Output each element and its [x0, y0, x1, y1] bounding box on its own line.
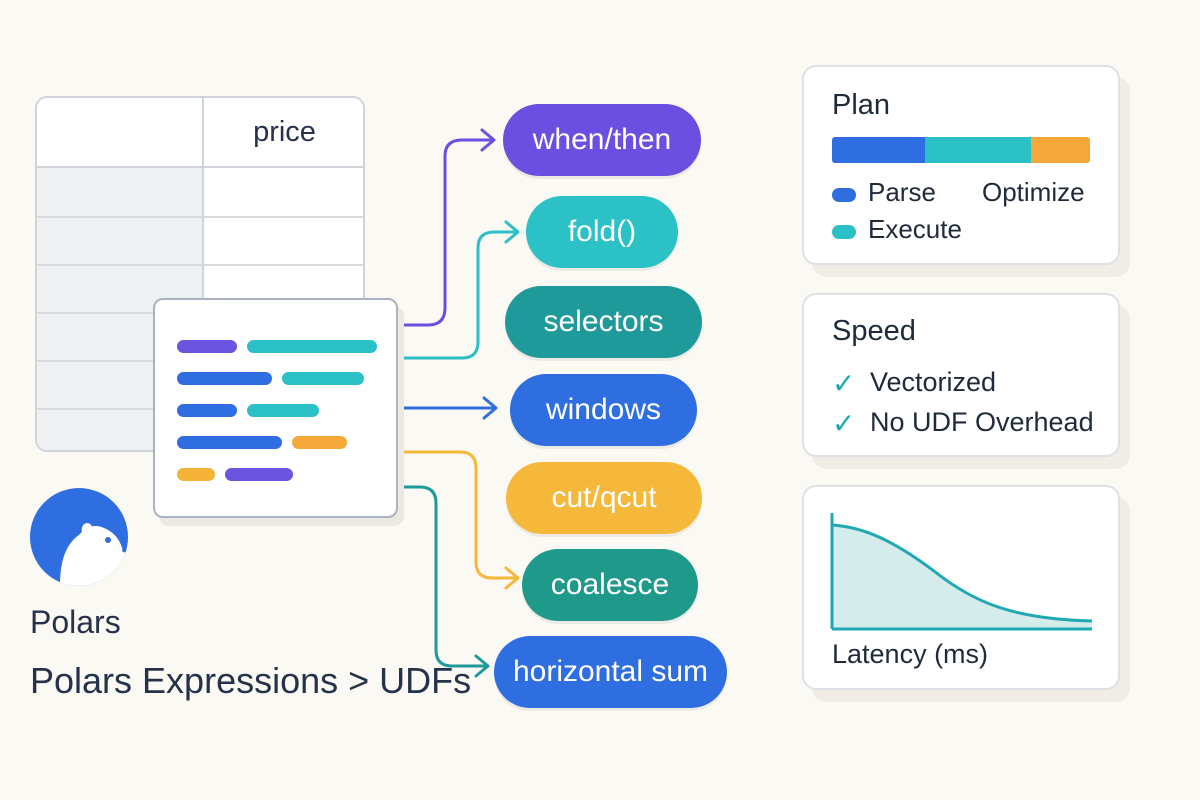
- pill-fold: fold(): [526, 196, 678, 268]
- speed-panel: Speed ✓ Vectorized ✓ No UDF Overhead: [802, 293, 1120, 457]
- pill-coalesce: coalesce: [522, 549, 698, 621]
- speed-item-no-udf-overhead: No UDF Overhead: [870, 407, 1094, 437]
- arrow-cut: [398, 450, 518, 580]
- arrow-fold-head: [504, 220, 520, 244]
- latency-panel: Latency (ms): [802, 485, 1120, 690]
- speed-item-vectorized: Vectorized: [870, 367, 997, 397]
- speed-title: Speed: [832, 315, 916, 347]
- code-token-bar: [225, 468, 293, 481]
- pill-selectors: selectors: [505, 286, 702, 358]
- code-token-bar: [247, 404, 319, 417]
- arrow-cut-head: [504, 566, 520, 590]
- latency-area: [832, 525, 1092, 629]
- code-token-bar: [247, 340, 377, 353]
- check-icon: ✓: [832, 368, 856, 399]
- table-row: [37, 264, 363, 266]
- arrow-fold: [398, 230, 518, 360]
- legend-dot-parse: [832, 188, 856, 202]
- table-column-divider: [202, 98, 204, 450]
- pill-windows: windows: [510, 374, 697, 446]
- pill-when-then: when/then: [503, 104, 701, 176]
- arrow-when-then: [398, 138, 494, 327]
- brand-name: Polars: [30, 604, 121, 640]
- code-token-bar: [177, 468, 215, 481]
- plan-stage-bar: [832, 137, 1090, 163]
- tagline: Polars Expressions > UDFs: [30, 660, 472, 701]
- arrow-when-then-head: [480, 128, 496, 152]
- plan-segment-parse: [832, 137, 925, 163]
- expression-code-card: [153, 298, 398, 518]
- legend-label-execute: Execute: [868, 214, 962, 244]
- legend-dot-execute: [832, 225, 856, 239]
- legend-label-parse: Parse: [868, 177, 936, 207]
- code-token-bar: [177, 372, 272, 385]
- table-row: [37, 216, 363, 218]
- pill-horizontal-sum: horizontal sum: [494, 636, 727, 708]
- code-token-bar: [292, 436, 347, 449]
- arrow-windows-head: [482, 396, 498, 420]
- plan-panel: Plan Parse Optimize Execute: [802, 65, 1120, 265]
- latency-line: [831, 523, 1093, 623]
- arrow-horizontal-head: [474, 654, 490, 678]
- code-token-bar: [177, 340, 237, 353]
- plan-title: Plan: [832, 89, 891, 121]
- column-header-price: price: [253, 115, 316, 148]
- arrow-horizontal: [398, 485, 488, 668]
- legend-label-optimize: Optimize: [982, 177, 1085, 207]
- table-header: [37, 98, 363, 168]
- code-token-bar: [282, 372, 364, 385]
- check-icon: ✓: [832, 408, 856, 439]
- latency-curve-chart: [830, 513, 1093, 631]
- code-token-bar: [177, 436, 282, 449]
- code-token-bar: [177, 404, 237, 417]
- plan-segment-execute: [1031, 137, 1090, 163]
- plan-segment-optimize: [925, 137, 1031, 163]
- pill-cut-qcut: cut/qcut: [506, 462, 702, 534]
- polar-bear-icon: [30, 488, 128, 586]
- latency-axis-label: Latency (ms): [832, 639, 989, 669]
